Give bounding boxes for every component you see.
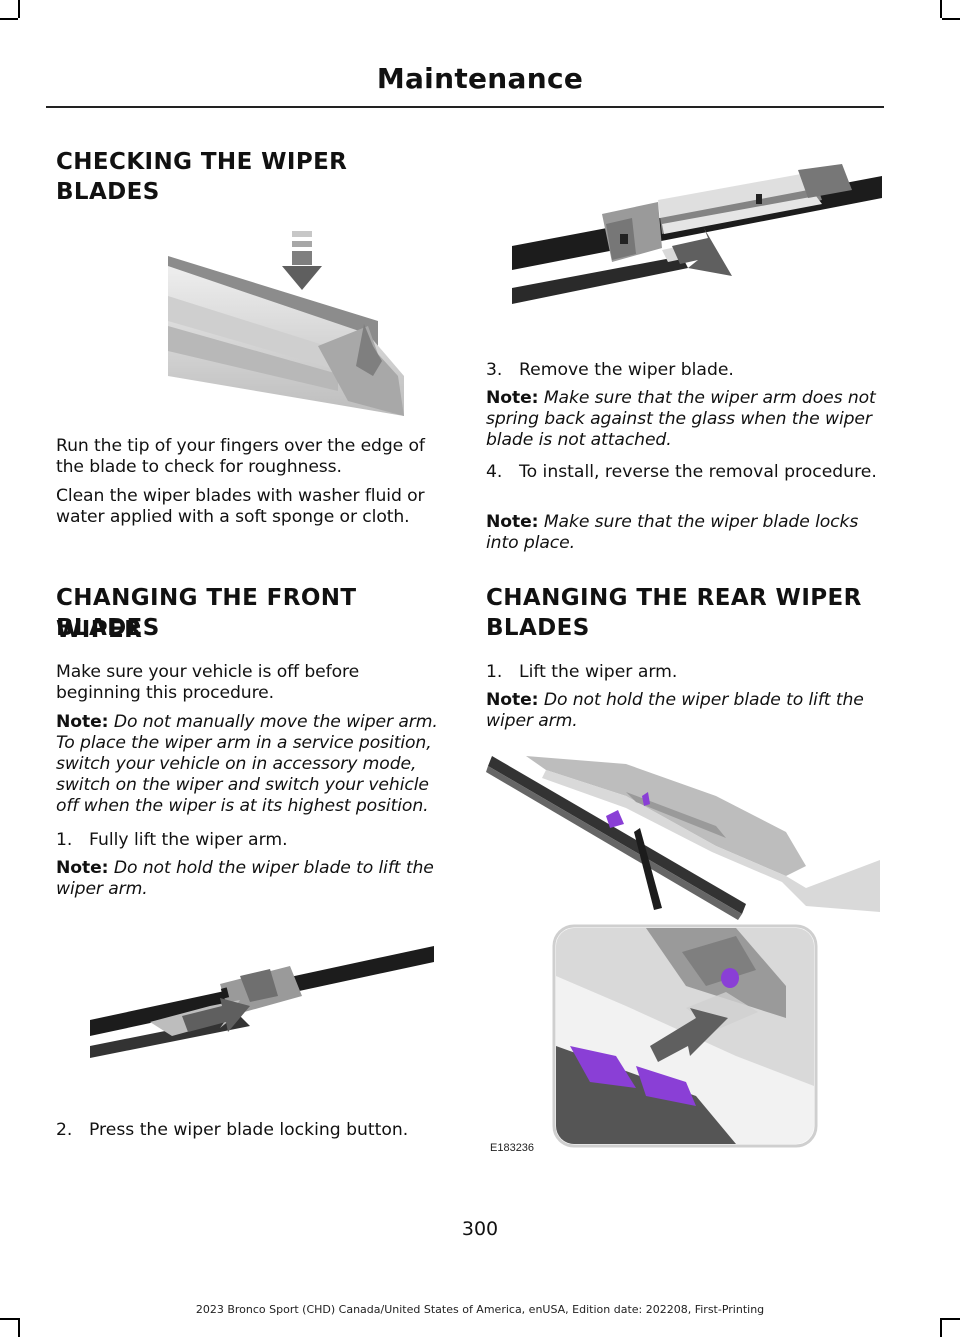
note: Note: Make sure that the wiper arm does …	[486, 388, 880, 451]
note-text: Do not hold the wiper blade to lift the …	[486, 690, 864, 731]
wiper-locking-button-figure	[90, 946, 434, 1058]
header-divider	[46, 106, 884, 108]
crop-mark	[0, 1318, 18, 1320]
step-item: 4. To install, reverse the removal proce…	[486, 462, 880, 483]
paragraph: Clean the wiper blades with washer fluid…	[56, 486, 425, 527]
note-label: Note:	[486, 388, 539, 408]
step-text: Fully lift the wiper arm.	[89, 830, 288, 850]
crop-mark	[940, 1318, 942, 1337]
note: Note: Do not hold the wiper blade to lif…	[486, 690, 880, 732]
wiper-blade-edge-figure	[168, 231, 404, 416]
step-number: 1.	[486, 662, 503, 682]
page-number: 300	[461, 1218, 499, 1240]
step-number: 3.	[486, 360, 503, 380]
down-arrow-icon	[282, 266, 322, 290]
note-label: Note:	[56, 858, 109, 878]
crop-mark	[942, 1318, 960, 1320]
step-text: To install, reverse the removal procedur…	[519, 462, 877, 482]
step-number: 4.	[486, 462, 503, 482]
section-heading: BLADES	[56, 179, 160, 205]
crop-mark	[942, 18, 960, 20]
step-number: 2.	[56, 1120, 73, 1140]
crop-mark	[0, 18, 18, 20]
wiper-blade-removal-figure	[512, 164, 882, 304]
note-label: Note:	[56, 712, 109, 732]
crop-mark	[940, 0, 942, 18]
step-text: Press the wiper blade locking button.	[89, 1120, 409, 1140]
rear-wiper-blade-figure	[486, 756, 880, 1148]
note-text: Make sure that the wiper arm does not sp…	[486, 388, 876, 450]
step-item: 1. Lift the wiper arm.	[486, 662, 880, 683]
section-heading: CHANGING THE FRONT WIPER	[56, 585, 357, 643]
paragraph: Run the tip of your fingers over the edg…	[56, 436, 425, 477]
note: Note: Do not hold the wiper blade to lif…	[56, 858, 448, 900]
step-item: 2. Press the wiper blade locking button.	[56, 1120, 448, 1141]
crop-mark	[18, 0, 20, 18]
step-number: 1.	[56, 830, 73, 850]
note-text: Make sure that the wiper blade locks int…	[486, 512, 859, 553]
page-footer: 2023 Bronco Sport (CHD) Canada/United St…	[195, 1303, 765, 1316]
crop-mark	[18, 1318, 20, 1337]
note-label: Note:	[486, 690, 539, 710]
step-item: 1. Fully lift the wiper arm.	[56, 830, 448, 851]
step-text: Remove the wiper blade.	[519, 360, 734, 380]
page-header-title: Maintenance	[376, 62, 584, 95]
paragraph: Make sure your vehicle is off before beg…	[56, 662, 360, 703]
note: Note: Make sure that the wiper blade loc…	[486, 512, 880, 554]
section-heading: CHECKING THE WIPER	[56, 149, 348, 175]
note: Note: Do not manually move the wiper arm…	[56, 712, 448, 817]
step-item: 3. Remove the wiper blade.	[486, 360, 880, 381]
right-arrow-icon	[182, 998, 250, 1032]
down-left-arrow-icon	[650, 1008, 728, 1062]
section-heading: CHANGING THE REAR WIPER	[486, 585, 862, 611]
note-label: Note:	[486, 512, 539, 532]
section-heading: BLADES	[56, 615, 160, 641]
right-arrow-icon	[672, 228, 732, 276]
section-heading: BLADES	[486, 615, 590, 641]
note-text: Do not hold the wiper blade to lift the …	[56, 858, 434, 899]
figure-code: E183236	[490, 1142, 535, 1154]
note-text: Do not manually move the wiper arm. To p…	[56, 712, 438, 816]
step-text: Lift the wiper arm.	[519, 662, 678, 682]
